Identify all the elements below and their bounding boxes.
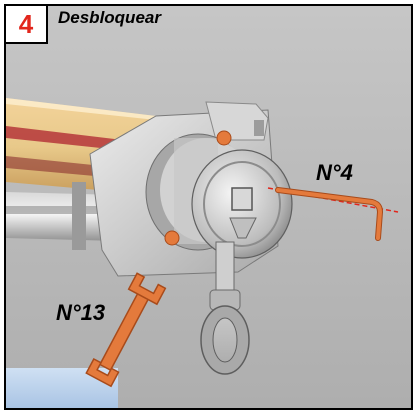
illustration-frame: 4 Desbloquear N°4 N°13: [4, 4, 413, 410]
hex-socket-icon: [231, 187, 253, 211]
screw-top: [216, 130, 232, 146]
winch-cap: [191, 149, 293, 259]
step-number-box: 4: [6, 6, 48, 44]
step-number: 4: [18, 9, 34, 39]
allen-key-icon: [275, 187, 383, 241]
wrench-icon: [85, 272, 167, 388]
tool-label-n13: N°13: [56, 300, 106, 325]
awning-mechanism-illustration: [6, 6, 411, 408]
step-title: Desbloquear: [58, 8, 161, 27]
crank-eyelet: [200, 241, 250, 375]
tool-label-n4: N°4: [316, 160, 353, 185]
screw-bottom: [164, 230, 180, 246]
